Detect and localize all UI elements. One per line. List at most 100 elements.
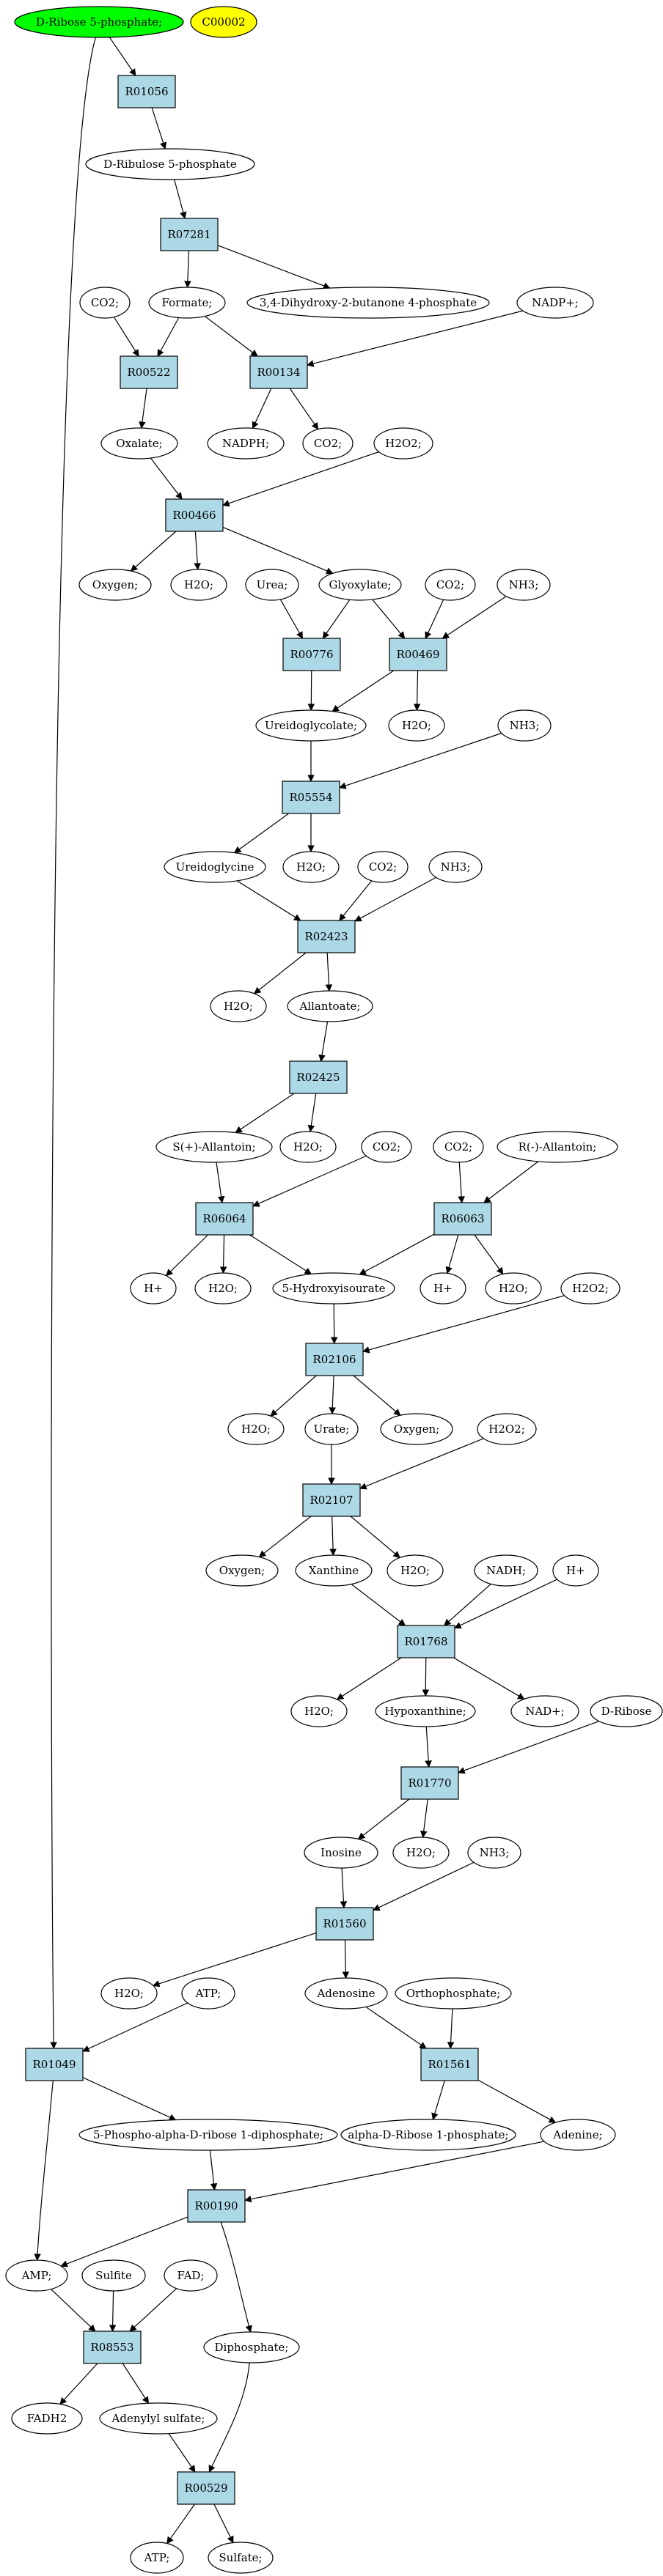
- compound-ellipse: [287, 990, 373, 1022]
- compound-ellipse: [279, 1131, 337, 1163]
- edge-r00190-to-amp: [60, 2216, 188, 2267]
- compound-ellipse: [467, 1837, 521, 1869]
- node-s_allantoin: S(+)-Allantoin;: [155, 1131, 273, 1163]
- node-co2_e: CO2;: [361, 1131, 412, 1163]
- edge-sulfite-to-r08553: [109, 2290, 117, 2332]
- node-oxalate: Oxalate;: [100, 427, 178, 460]
- compound-ellipse: [485, 1272, 542, 1304]
- compound-ellipse: [205, 1554, 279, 1587]
- compound-ellipse: [290, 1695, 348, 1727]
- edge-r07281-to-formate: [184, 250, 191, 288]
- compound-ellipse: [497, 709, 552, 742]
- node-label: FAD;: [177, 2269, 204, 2282]
- node-diphosphate: Diphosphate;: [203, 2331, 300, 2363]
- compound-ellipse: [318, 569, 402, 601]
- node-oxygen_c: Oxygen;: [205, 1554, 279, 1587]
- node-label: Orthophosphate;: [406, 1987, 500, 2000]
- node-label: CO2;: [314, 437, 342, 450]
- node-adr1p: alpha-D-Ribose 1-phosphate;: [340, 2119, 516, 2151]
- node-label: NH3;: [509, 578, 539, 591]
- edge-amp-to-r08553: [51, 2289, 96, 2332]
- node-label: R02425: [296, 1071, 340, 1084]
- edge-r01768-to-h2o_j: [336, 1657, 402, 1700]
- node-allantoate: Allantoate;: [287, 990, 373, 1022]
- compound-ellipse: [560, 1272, 620, 1304]
- edge-prpp-to-r00190: [209, 2149, 218, 2191]
- edge-r00529-to-atp_b: [166, 2503, 195, 2544]
- node-label: Oxygen;: [92, 578, 138, 591]
- node-label: D-Ribose 5-phosphate;: [36, 15, 162, 29]
- compound-ellipse: [375, 1695, 476, 1727]
- compound-ellipse: [380, 1413, 453, 1445]
- node-r02423: R02423: [297, 920, 356, 953]
- node-xanthine: Xanthine: [295, 1554, 373, 1587]
- compound-ellipse: [540, 2119, 616, 2151]
- compound-ellipse: [433, 1131, 484, 1163]
- edge-r00466-to-oxygen_a: [130, 531, 177, 572]
- reaction-box: [302, 1483, 361, 1517]
- compound-ellipse: [395, 1977, 512, 2009]
- node-r01049: R01049: [25, 2048, 84, 2081]
- edge-r_allantoin-to-r06063: [483, 1161, 539, 1203]
- node-label: H2O;: [293, 1140, 323, 1154]
- node-co2_d: CO2;: [357, 851, 409, 883]
- edge-r00134-to-nadph: [252, 388, 272, 429]
- edge-h2o2_c-to-r02107: [359, 1438, 484, 1490]
- node-h2o2_b: H2O2;: [560, 1272, 620, 1304]
- node-h2o_h: H2O;: [227, 1413, 285, 1445]
- node-r00466: R00466: [165, 498, 224, 532]
- compound-ellipse: [79, 287, 131, 319]
- edge-hplus_c-to-r01768: [454, 1579, 557, 1629]
- compound-ellipse: [295, 1554, 373, 1587]
- node-label: Oxygen;: [394, 1422, 439, 1436]
- edge-r01770-to-h2o_k: [420, 1798, 428, 1839]
- node-co2_c: CO2;: [425, 569, 476, 601]
- edge-r00522-to-oxalate: [139, 388, 147, 429]
- node-label: R01560: [323, 1917, 366, 1930]
- node-label: Adenosine: [316, 1987, 375, 2000]
- compound-ellipse: [190, 6, 257, 38]
- node-h2o2_c: H2O2;: [477, 1413, 537, 1445]
- node-h2o_k: H2O;: [392, 1837, 450, 1869]
- edge-r02106-to-h2o_h: [270, 1375, 317, 1417]
- edge-s_allantoin-to-r06064: [216, 1162, 225, 1203]
- compound-ellipse: [357, 851, 409, 883]
- node-hplus_c: H+: [552, 1554, 599, 1587]
- node-nh3_a: NH3;: [497, 569, 551, 601]
- edge-nh3_b-to-r05554: [339, 732, 502, 789]
- edge-r06064-to-hplus_a: [165, 1234, 208, 1277]
- node-label: Hypoxanthine;: [384, 1705, 466, 1718]
- reaction-box: [249, 355, 308, 389]
- node-label: H2O;: [224, 1000, 253, 1013]
- node-label: H2O2;: [385, 437, 422, 450]
- node-adenine: Adenine;: [540, 2119, 616, 2151]
- reaction-box: [389, 638, 447, 671]
- node-oxygen_a: Oxygen;: [78, 569, 152, 601]
- node-label: AMP;: [21, 2269, 52, 2282]
- node-r01768: R01768: [397, 1625, 455, 1658]
- reaction-box: [83, 2330, 142, 2364]
- node-label: R06063: [441, 1212, 484, 1225]
- edge-r00469-to-ureidoglycolate: [332, 670, 395, 712]
- compound-ellipse: [100, 1977, 158, 2009]
- node-r08553: R08553: [83, 2330, 142, 2364]
- node-co2_f: CO2;: [433, 1131, 484, 1163]
- node-label: S(+)-Allantoin;: [172, 1140, 255, 1154]
- node-h2o_g: H2O;: [485, 1272, 542, 1304]
- node-label: CO2;: [373, 1140, 400, 1154]
- node-h2o_e: H2O;: [279, 1131, 337, 1163]
- compound-ellipse: [282, 851, 340, 883]
- edge-r02423-to-allantoate: [325, 952, 333, 992]
- node-label: alpha-D-Ribose 1-phosphate;: [348, 2128, 508, 2141]
- edge-r02106-to-urate: [329, 1375, 337, 1414]
- node-sulfite: Sulfite: [81, 2259, 146, 2292]
- node-r00469: R00469: [389, 638, 447, 671]
- node-label: R06064: [202, 1212, 246, 1225]
- node-label: Ureidoglycine: [176, 860, 254, 874]
- node-label: H2O2;: [488, 1422, 525, 1436]
- compound-ellipse: [245, 569, 299, 601]
- node-r_allantoin: R(-)-Allantoin;: [497, 1131, 618, 1163]
- edge-r02425-to-h2o_e: [307, 1093, 317, 1133]
- node-label: CO2;: [91, 296, 119, 309]
- compound-ellipse: [85, 148, 255, 180]
